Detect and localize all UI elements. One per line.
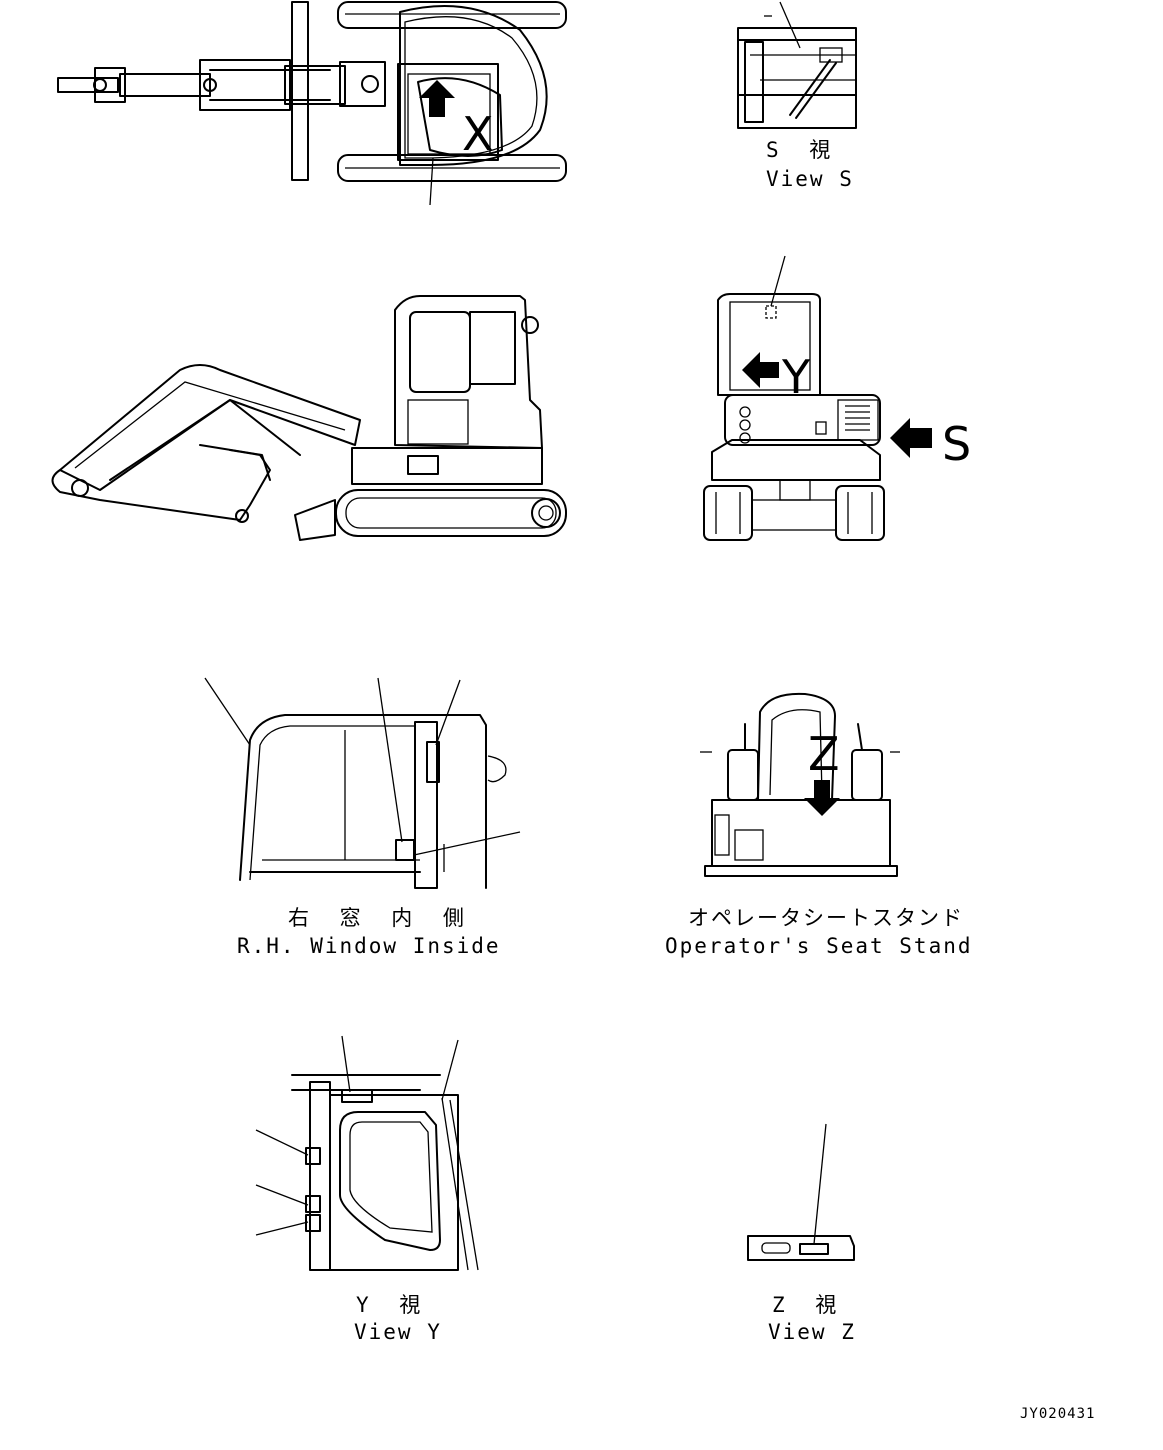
- view-z-label-jp: Z 視: [772, 1293, 845, 1317]
- side-view-drawing: [51, 295, 567, 541]
- rh-window-label-en: R.H. Window Inside: [237, 934, 501, 958]
- rh-window-label-jp: 右 窓 内 側: [288, 906, 473, 930]
- view-s-label-jp: S 視: [766, 138, 839, 162]
- arrow-up-icon: [419, 80, 455, 117]
- rear-view-drawing: [703, 255, 932, 541]
- grille: [845, 405, 870, 431]
- arrow-left-icon: [890, 418, 932, 458]
- view-y-drawing: [255, 1035, 479, 1271]
- marker-x: X: [462, 107, 494, 161]
- view-s-drawing: [737, 1, 857, 129]
- marker-s: S: [942, 417, 971, 471]
- rh-window-drawing: [204, 677, 521, 889]
- marker-z: Z: [808, 727, 840, 781]
- drawing-code: JY020431: [1020, 1406, 1095, 1422]
- marker-y: Y: [781, 350, 811, 404]
- view-z-label-en: View Z: [768, 1320, 856, 1344]
- seat-stand-label-jp: オペレータシートスタンド: [688, 906, 964, 930]
- arrow-down-icon: [804, 780, 840, 816]
- view-z-drawing: [747, 1123, 855, 1261]
- view-s-label-en: View S: [766, 167, 854, 191]
- seat-stand-drawing: [700, 692, 900, 877]
- arrow-left-icon: [742, 352, 779, 388]
- view-y-label-jp: Y 視: [356, 1293, 429, 1317]
- view-y-label-en: View Y: [354, 1320, 442, 1344]
- top-view-drawing: [57, 1, 567, 206]
- seat-stand-label-en: Operator's Seat Stand: [665, 934, 973, 958]
